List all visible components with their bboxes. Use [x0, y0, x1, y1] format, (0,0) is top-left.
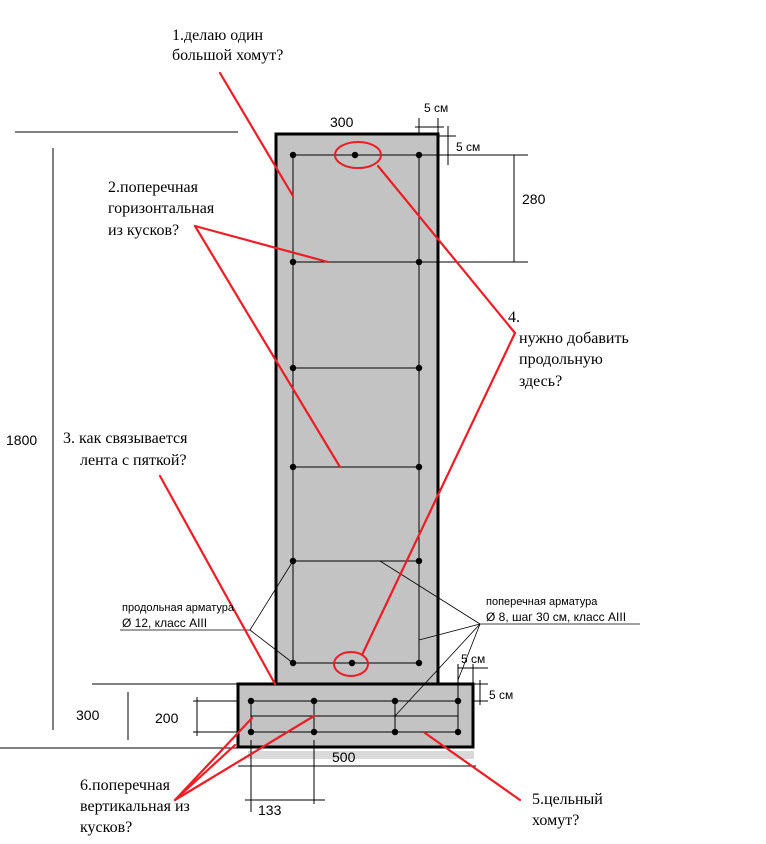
ground-strip — [248, 751, 474, 759]
legend-longitudinal-title: продольная арматура — [122, 602, 235, 614]
dim-cover-side: 5 см — [456, 140, 480, 154]
footing-rebar-bars — [247, 697, 462, 736]
question-4-line-4: здесь? — [519, 373, 562, 390]
question-3-line-2: лента с пяткой? — [80, 452, 187, 469]
dim-footing-inner: 200 — [155, 710, 179, 726]
dim-stirrup-spacing: 280 — [522, 191, 546, 207]
dim-footing-width: 500 — [332, 749, 356, 765]
question-5-line-2: хомут? — [532, 812, 579, 829]
wall-concrete — [274, 132, 440, 686]
question-4-line-1: 4. — [508, 309, 520, 326]
question-3-line-1: 3. как связывается — [63, 430, 188, 447]
question-6-line-3: кусков? — [80, 819, 132, 836]
wall-rebar-bars — [289, 151, 423, 667]
question-4-line-3: продольную — [519, 351, 603, 368]
dim-footing-cover-2: 5 см — [489, 688, 513, 702]
legend-transverse-spec: Ø 8, шаг 30 см, класс AIII — [486, 610, 626, 624]
dim-footing-height: 300 — [76, 707, 100, 723]
question-4-line-2: нужно добавить — [519, 330, 629, 347]
dim-footing-spacing: 133 — [258, 802, 282, 818]
question-2-line-3: из кусков? — [108, 222, 179, 239]
dim-total-height: 1800 — [6, 432, 37, 448]
question-1-line-2: большой хомут? — [172, 47, 283, 64]
question-5-line-1: 5.цельный — [532, 791, 603, 808]
dim-footing-cover-1: 5 см — [461, 652, 485, 666]
question-2-line-1: 2.поперечная — [108, 179, 199, 196]
dim-wall-width: 300 — [330, 114, 354, 130]
dimension-lines — [0, 118, 528, 812]
annotation-arrows — [158, 71, 522, 802]
dim-cover-top: 5 см — [424, 101, 448, 115]
question-6-line-1: 6.поперечная — [80, 777, 171, 794]
footing-rebar-cage — [250, 700, 459, 733]
question-6-line-2: вертикальная из — [80, 798, 190, 815]
question-1-line-1: 1.делаю один — [172, 27, 264, 44]
legend-longitudinal-spec: Ø 12, класс AIII — [122, 616, 207, 630]
legend-leaders — [120, 560, 640, 717]
highlight-bottom-bar — [333, 651, 369, 677]
question-2-line-2: горизонтальная — [108, 200, 215, 217]
legend-transverse-title: поперечная арматура — [486, 596, 598, 608]
highlight-top-bar — [334, 141, 382, 169]
